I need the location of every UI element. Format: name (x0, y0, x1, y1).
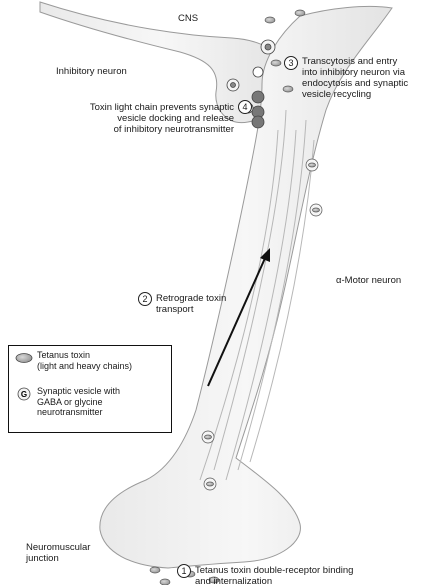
legend-vesicle-text: Synaptic vesicle with GABA or glycine ne… (37, 386, 120, 418)
step-2-number: 2 (138, 292, 152, 306)
inhibitory-neuron-label: Inhibitory neuron (56, 66, 127, 77)
step-4-number: 4 (238, 100, 252, 114)
step-3-text: Transcytosis and entry into inhibitory n… (302, 56, 408, 100)
legend-toxin-text: Tetanus toxin (light and heavy chains) (37, 350, 132, 371)
step-1-text: Tetanus toxin double-receptor binding an… (195, 565, 353, 587)
vesicle-symbol: G (21, 390, 27, 399)
synaptic-vesicle-icon: G (17, 387, 31, 401)
neuromuscular-junction-label: Neuromuscular junction (26, 542, 90, 564)
tetanus-toxin-icon (15, 352, 33, 364)
motor-neuron-label: α-Motor neuron (336, 275, 401, 286)
legend-box: Tetanus toxin (light and heavy chains) G… (8, 345, 172, 433)
step-1-number: 1 (177, 564, 191, 578)
step-3-number: 3 (284, 56, 298, 70)
step-4-text: Toxin light chain prevents synaptic vesi… (58, 102, 234, 135)
cns-label: CNS (178, 13, 198, 24)
step-2-text: Retrograde toxin transport (156, 293, 226, 315)
